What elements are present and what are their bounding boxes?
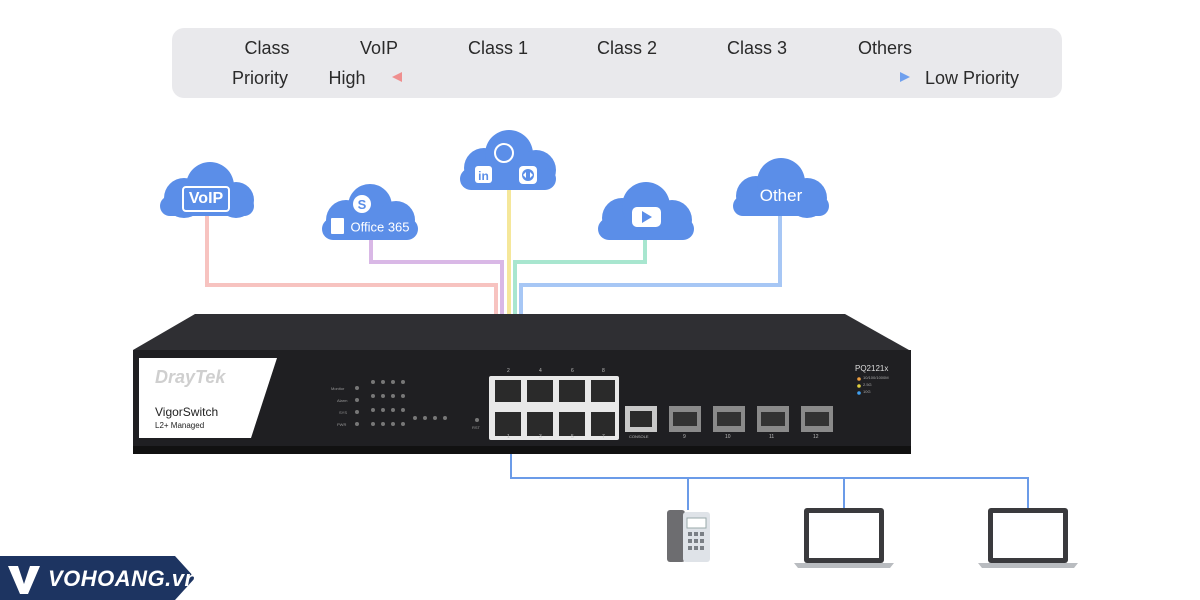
priority-gradient-arrow bbox=[392, 72, 910, 82]
port-number-7: 7 bbox=[602, 434, 605, 440]
phone-chat-icon bbox=[494, 143, 514, 163]
legend-class-header: Class bbox=[244, 38, 290, 58]
legend-priority-label: Priority bbox=[231, 68, 289, 88]
svg-text:in: in bbox=[478, 169, 489, 183]
switch-product-name: VigorSwitch bbox=[155, 405, 219, 419]
led-label-monitor: Monitor bbox=[331, 386, 345, 391]
speed-legend-1: 10/100/1000M bbox=[863, 375, 889, 380]
office-cloud-label: Office 365 bbox=[350, 219, 410, 235]
linkedin-icon bbox=[475, 166, 492, 183]
switch-brand-logo: DrayTek bbox=[155, 367, 226, 387]
legend-class3: Class 3 bbox=[726, 38, 788, 58]
led-label-alarm: Alarm bbox=[337, 398, 348, 403]
port-number-1: 1 bbox=[507, 434, 510, 440]
office-logo-icon bbox=[331, 218, 344, 234]
device-bus-line bbox=[510, 440, 1029, 508]
port-number-8: 8 bbox=[602, 368, 605, 374]
svg-text:S: S bbox=[358, 197, 367, 212]
legend-voip: VoIP bbox=[359, 38, 399, 58]
led-label-pwr: PWR bbox=[337, 422, 347, 427]
speed-legend-2: 2.5G bbox=[863, 382, 872, 387]
port-number-3: 3 bbox=[539, 434, 542, 440]
watermark-badge bbox=[0, 556, 195, 600]
legend-others: Others bbox=[857, 38, 913, 58]
led-label-sys: SYS bbox=[339, 410, 348, 415]
sfp-number-11: 11 bbox=[769, 434, 775, 440]
port-number-5: 5 bbox=[571, 434, 574, 440]
other-cloud-icon bbox=[733, 158, 829, 218]
vigorswitch-device: DrayTek VigorSwitch L2+ Managed PQ2121x … bbox=[133, 312, 911, 460]
speed-legend-3: 10G bbox=[863, 389, 871, 394]
skype-icon bbox=[353, 195, 371, 213]
laptop-icon bbox=[978, 508, 1078, 568]
switch-subtitle: L2+ Managed bbox=[155, 421, 205, 430]
laptop-icon bbox=[794, 508, 894, 568]
port-number-4: 4 bbox=[539, 368, 542, 374]
legend-low-label: Low Priority bbox=[924, 68, 1020, 88]
port-number-6: 6 bbox=[571, 368, 574, 374]
legend-high-label: High bbox=[328, 68, 366, 88]
reset-label: RST bbox=[472, 425, 480, 430]
other-cloud-label: Other bbox=[759, 186, 803, 205]
priority-legend: Class VoIP Class 1 Class 2 Class 3 Other… bbox=[172, 28, 1062, 98]
switch-model: PQ2121x bbox=[855, 364, 889, 373]
voip-cloud-label: VoIP bbox=[188, 190, 224, 207]
ip-phone-icon bbox=[667, 510, 710, 562]
sfp-number-10: 10 bbox=[725, 434, 731, 440]
port-number-2: 2 bbox=[507, 368, 510, 374]
sfp-number-9: 9 bbox=[683, 434, 686, 440]
legend-class1: Class 1 bbox=[467, 38, 529, 58]
watermark-text: VOHOANG.vn bbox=[48, 566, 199, 591]
sfp-number-12: 12 bbox=[813, 434, 819, 440]
console-label: CONSOLE bbox=[629, 434, 649, 439]
legend-class2: Class 2 bbox=[596, 38, 658, 58]
